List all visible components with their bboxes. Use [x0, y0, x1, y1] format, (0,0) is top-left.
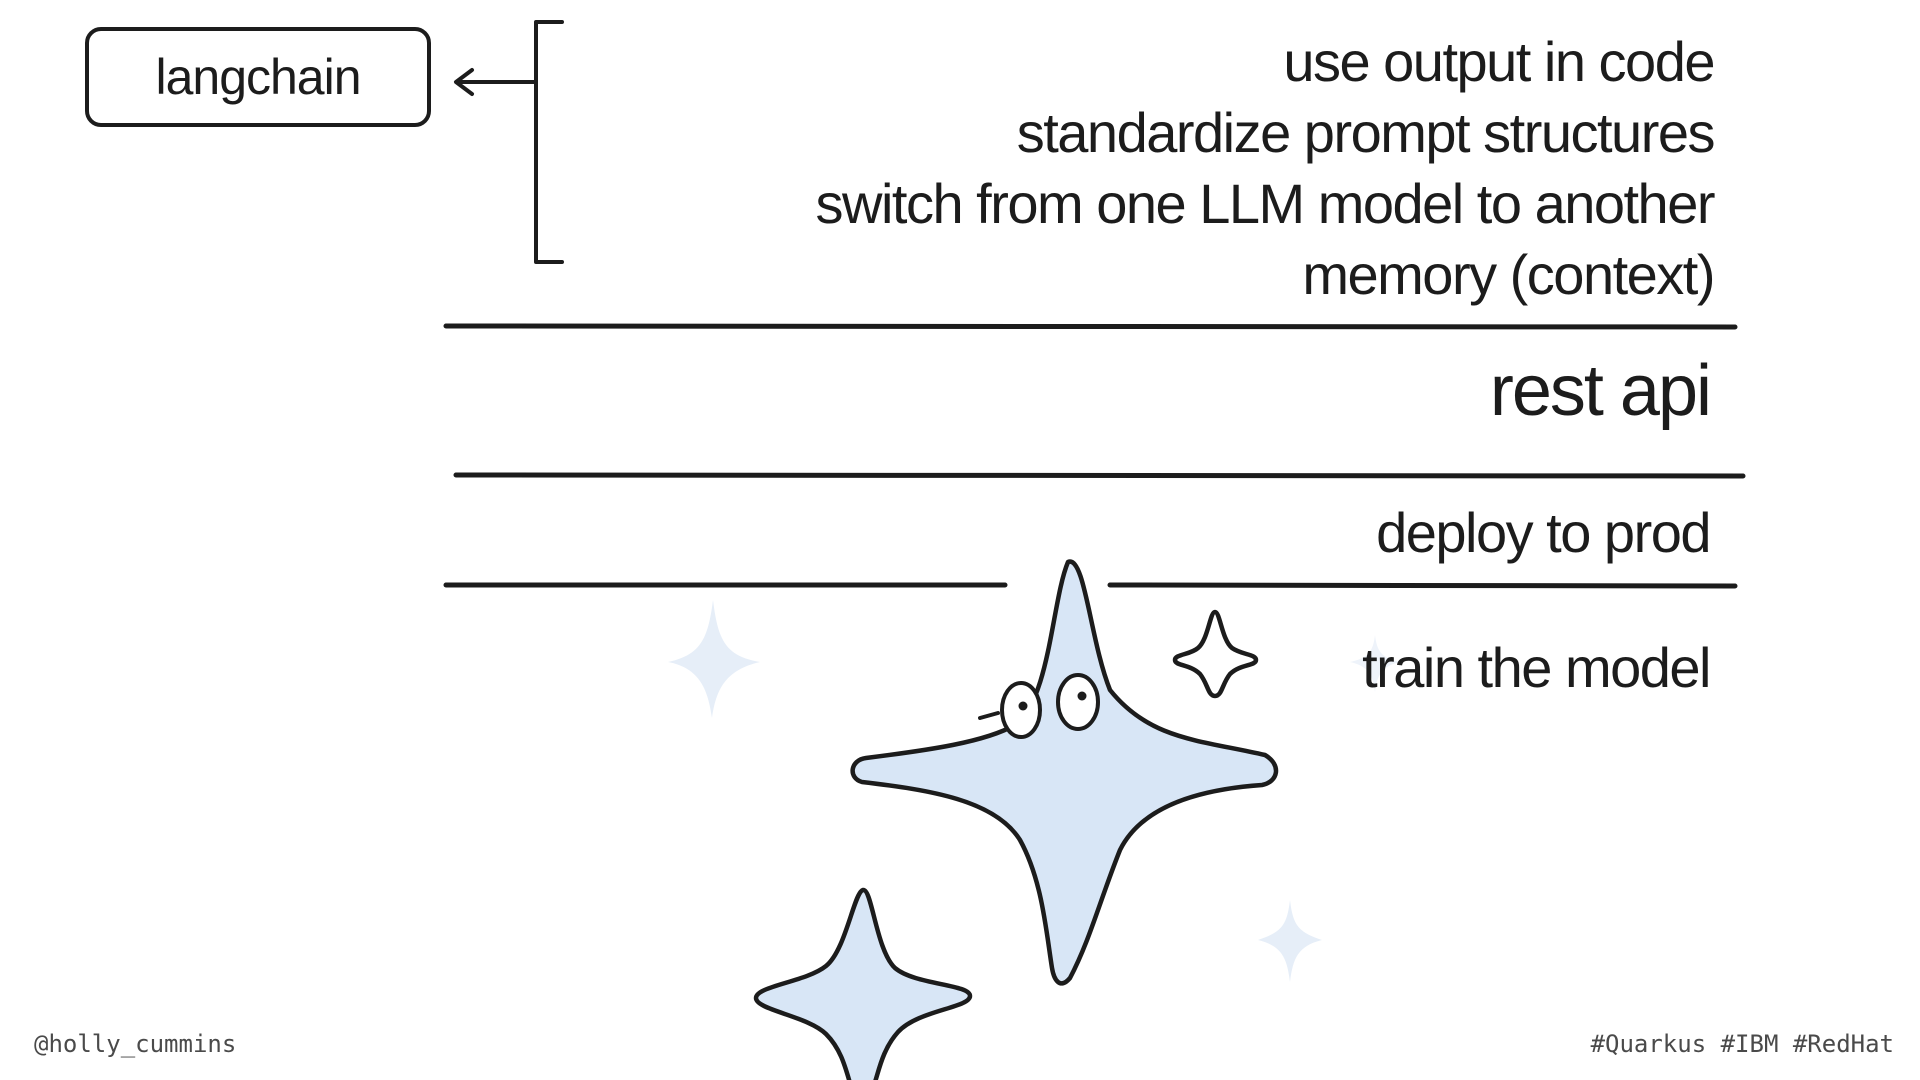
layer-rest-api: rest api	[1489, 351, 1712, 431]
faint-sparkle-right	[1258, 900, 1322, 982]
langchain-box: langchain	[85, 27, 431, 127]
left-pupil	[1018, 701, 1028, 711]
faint-sparkle-left	[668, 600, 760, 718]
feature-item-3: switch from one LLM model to another	[815, 172, 1716, 235]
arrow-head-icon	[454, 68, 474, 96]
feature-item-4: memory (context)	[1302, 243, 1715, 306]
divider-2	[453, 472, 1746, 479]
divider-3-right	[1107, 582, 1738, 589]
bracket	[534, 20, 564, 264]
eye-brow-stroke	[978, 711, 1000, 720]
faint-sparkle-mid	[1350, 635, 1400, 692]
bottom-sparkle	[753, 887, 973, 1080]
layer-train: train the model	[1362, 636, 1711, 699]
author-handle: @holly_cummins	[34, 1030, 237, 1058]
langchain-label: langchain	[155, 49, 361, 105]
divider-1	[443, 323, 1738, 330]
divider-3-left	[443, 582, 1008, 589]
big-sparkle	[850, 559, 1279, 986]
hashtags: #Quarkus #IBM #RedHat	[1590, 1030, 1894, 1058]
right-pupil	[1077, 691, 1087, 701]
feature-item-2: standardize prompt structures	[1016, 101, 1716, 164]
small-sparkle-top	[1172, 609, 1259, 699]
feature-item-1: use output in code	[1283, 30, 1715, 93]
right-eye	[1056, 673, 1100, 731]
layer-deploy: deploy to prod	[1376, 501, 1711, 564]
